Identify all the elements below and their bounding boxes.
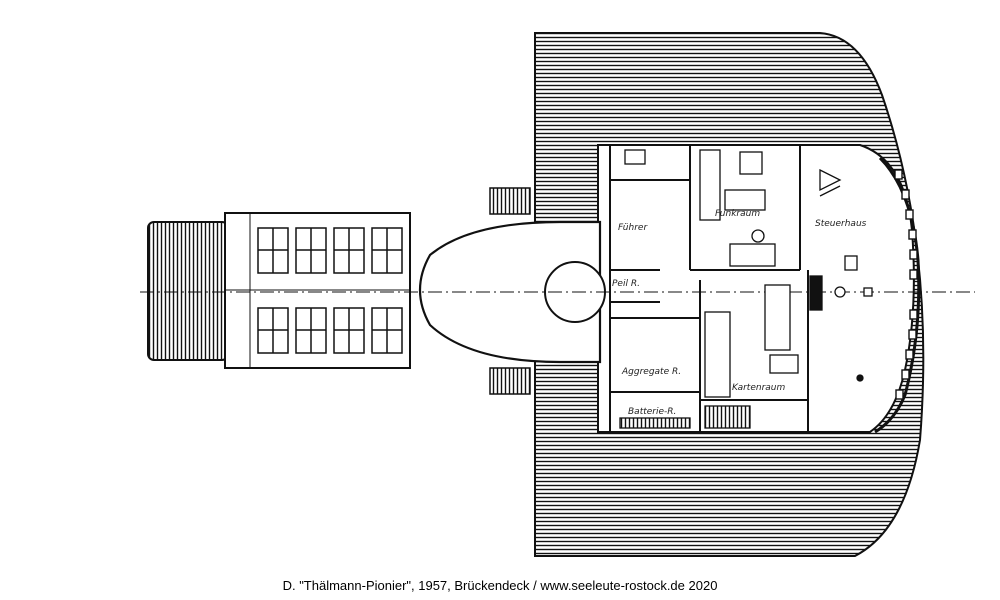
room-label-peilraum: Peil R. — [612, 279, 640, 289]
front-windows — [894, 169, 918, 400]
room-label-kartenraum: Kartenraum — [732, 383, 785, 393]
deckhouse — [597, 144, 915, 433]
ventilator-port — [489, 187, 531, 215]
deck-plan-drawing: Funkraum Steuerhaus Kartenraum Aggregate… — [140, 32, 975, 557]
room-label-batterie: Batterie-R. — [628, 407, 676, 417]
room-label-fuehrer: Führer — [618, 223, 648, 233]
room-label-aggregate: Aggregate R. — [621, 367, 681, 377]
room-label-steuerhaus: Steuerhaus — [815, 219, 867, 229]
room-label-funkraum: Funkraum — [715, 209, 760, 219]
equipment — [619, 149, 873, 429]
aft-hatch — [147, 221, 229, 361]
figure-caption: D. "Thälmann-Pionier", 1957, Brückendeck… — [282, 578, 718, 593]
interior-walls — [609, 145, 809, 432]
skylight-windows — [257, 227, 403, 354]
ventilator-starboard — [489, 367, 531, 395]
side-light-fittings — [819, 168, 842, 197]
